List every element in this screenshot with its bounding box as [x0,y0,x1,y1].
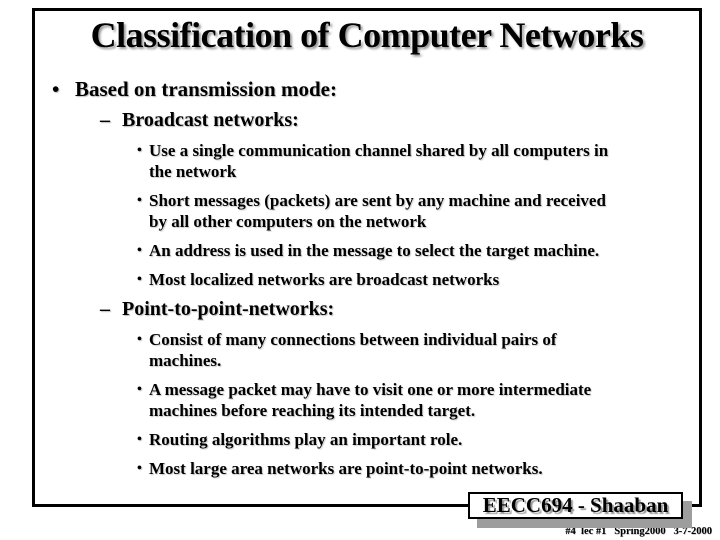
bullet-marker: • [137,193,142,208]
bullet-marker: • [137,432,142,447]
bullet-text: Consist of many connections between indi… [149,330,557,370]
bullet-item: • Most localized networks are broadcast … [137,269,704,290]
slide-content: • Based on transmission mode: – Broadcas… [32,78,704,487]
slide-title: Classification of Computer Networks [90,15,644,55]
bullet-marker: • [137,461,142,476]
course-badge: EECC694 - Shaaban [468,492,683,519]
bullet-item-intro: • Based on transmission mode: [52,78,704,101]
bullet-text: Most large area networks are point-to-po… [149,459,543,478]
bullet-text: An address is used in the message to sel… [149,241,600,260]
lecture-info: #4 lec #1 Spring2000 3-7-2000 [565,526,712,537]
bullet-marker: • [137,382,142,397]
bullet-item: • Most large area networks are point-to-… [137,458,704,479]
bullet-item: • Use a single communication channel sha… [137,140,704,182]
bullet-item: • Short messages (packets) are sent by a… [137,190,704,232]
dash-marker: – [100,298,110,320]
bullet-marker: • [137,272,142,287]
bullet-marker: • [137,332,142,347]
bullet-item: • Routing algorithms play an important r… [137,429,704,450]
bullet-marker: • [52,77,60,101]
slide-border-frame [32,8,702,507]
section-heading-broadcast: – Broadcast networks: [100,109,704,131]
bullet-marker: • [137,243,142,258]
bullet-text: A message packet may have to visit one o… [149,380,592,420]
bullet-text: Use a single communication channel share… [149,141,609,181]
bullet-text: Most localized networks are broadcast ne… [149,270,500,289]
bullet-item: • An address is used in the message to s… [137,240,704,261]
bullet-text: Routing algorithms play an important rol… [149,430,463,449]
bullet-marker: • [137,143,142,158]
dash-marker: – [100,109,110,131]
section-heading-point-to-point: – Point-to-point-networks: [100,298,704,320]
course-badge-text: EECC694 - Shaaban [482,493,669,517]
bullet-item: • Consist of many connections between in… [137,329,704,371]
bullet-item: • A message packet may have to visit one… [137,379,704,421]
section-heading-text: Point-to-point-networks: [122,298,335,320]
bullet-text: Based on transmission mode: [75,77,337,101]
section-heading-text: Broadcast networks: [122,109,299,131]
bullet-text: Short messages (packets) are sent by any… [149,191,606,231]
